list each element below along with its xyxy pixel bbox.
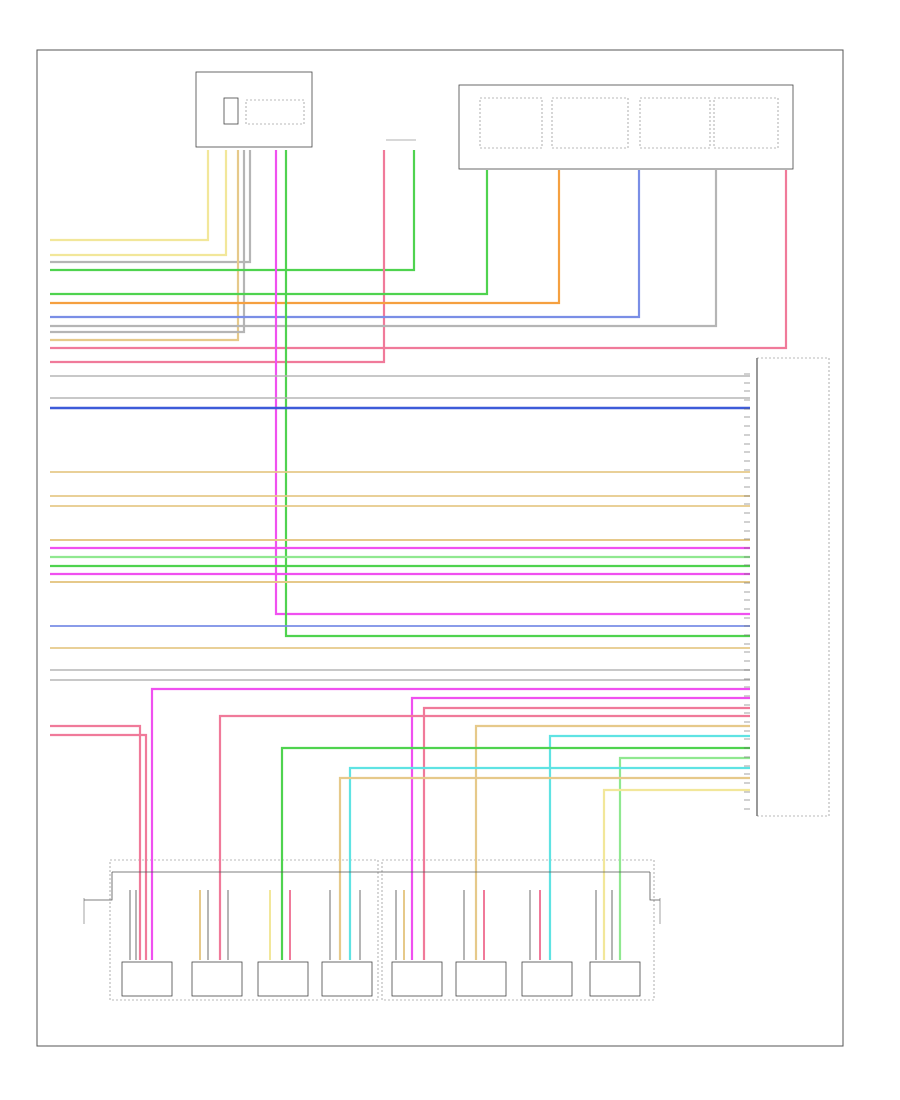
wire-low-12 <box>338 776 750 960</box>
wire-low-9 <box>280 746 750 960</box>
top-right-component <box>458 84 794 170</box>
wire-low-4 <box>410 696 750 960</box>
wire-low-8 <box>548 734 750 960</box>
ground-right-wire <box>649 872 660 901</box>
wire-long-green <box>284 150 750 638</box>
wire-low-3 <box>50 733 148 960</box>
wire-top-left-4 <box>50 150 240 342</box>
wire-top-left-5 <box>50 150 246 334</box>
wire-low-7 <box>474 724 750 960</box>
wire-top-right-4 <box>50 170 718 328</box>
sensors <box>121 961 641 997</box>
right-sensor-group <box>381 859 655 1001</box>
sensor-4 <box>321 961 373 997</box>
wire-low-10 <box>618 756 750 960</box>
wire-low-6 <box>218 714 750 960</box>
wire-low-5 <box>422 706 750 960</box>
wire-top-left-3 <box>50 150 252 264</box>
wire-top-center-2 <box>50 150 386 364</box>
top-left-component <box>195 71 313 148</box>
wire-top-left-1 <box>50 150 210 242</box>
wire-top-left-2 <box>50 150 228 257</box>
pin-ticks <box>744 373 750 810</box>
wire-top-right-3 <box>50 170 641 319</box>
left-sensor-group <box>109 859 379 1001</box>
wires <box>50 150 788 960</box>
sensor-3 <box>257 961 309 997</box>
wire-top-right-5 <box>50 170 788 350</box>
sensor-1 <box>121 961 173 997</box>
sensor-8 <box>589 961 641 997</box>
wire-top-right-1 <box>50 170 489 296</box>
wire-low-11 <box>348 766 750 960</box>
wire-low-1 <box>150 687 750 960</box>
sensor-2 <box>191 961 243 997</box>
wire-low-2 <box>50 724 142 960</box>
wire-top-right-2 <box>50 170 561 305</box>
wire-low-13 <box>602 788 750 960</box>
diagram-frame <box>36 49 844 1047</box>
sensor-6 <box>455 961 507 997</box>
ground-left-wire <box>84 872 113 901</box>
wire-top-center-1 <box>50 150 416 272</box>
sensor-7 <box>521 961 573 997</box>
wire-long-magenta <box>274 150 750 616</box>
sensor-5 <box>391 961 443 997</box>
control-module <box>756 357 830 817</box>
